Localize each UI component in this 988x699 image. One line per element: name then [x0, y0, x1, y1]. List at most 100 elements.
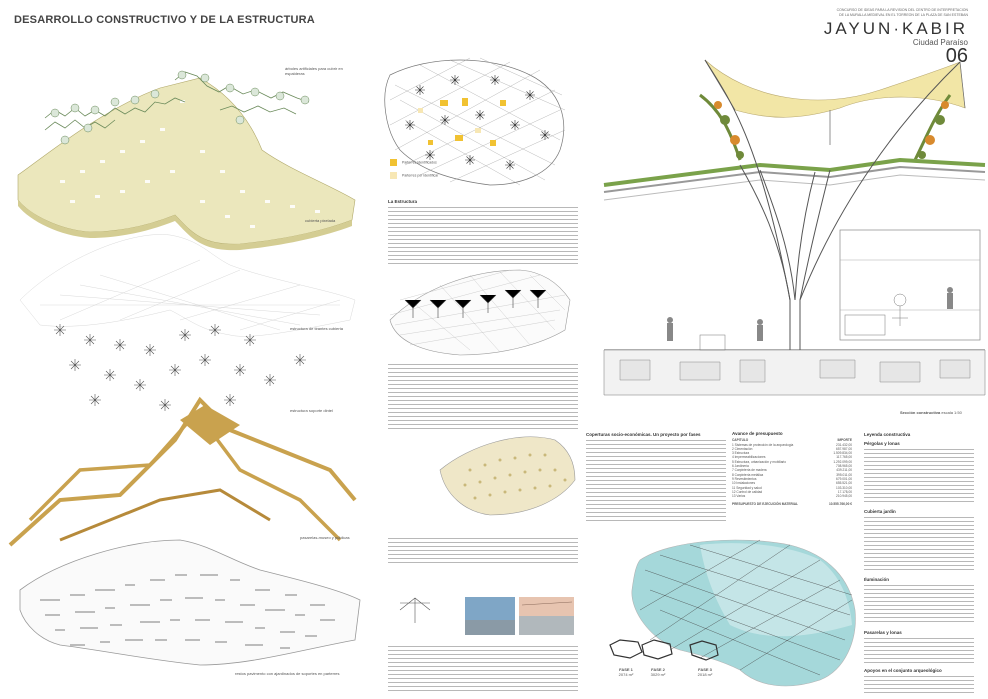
- phase-outlines: [609, 639, 719, 661]
- text-apoyos-right: [864, 676, 974, 694]
- budget-row: 7 Carpintería de madera 439.211,00: [732, 468, 852, 472]
- label-artificial-trees: árboles artificiales para cubrir en espa…: [285, 66, 343, 76]
- brand-subtitle: Ciudad Paraíso: [912, 38, 968, 47]
- text-soportes: [388, 364, 578, 432]
- budget-row: 3 Estructura 1.509.834,00: [732, 451, 852, 455]
- heading-iluminacion: Iluminación: [864, 577, 890, 582]
- budget-row-value: 17.178,00: [837, 489, 852, 494]
- budget-row-value: 708.965,00: [836, 464, 852, 469]
- heading-cubierta: Cubierta jardín: [864, 509, 896, 514]
- text-coperturas: [586, 440, 726, 524]
- label-supports: estructura soporte dintel: [290, 408, 333, 413]
- brand-name: JAYUN·KABIR: [823, 19, 968, 38]
- budget-table: Avance de presupuesto CAPITULO IMPORTE 1…: [732, 431, 852, 507]
- budget-header-row: CAPITULO IMPORTE: [732, 438, 852, 442]
- budget-row-label: 6 Jardinería: [732, 464, 749, 469]
- legend-swatch-identified: [390, 159, 397, 166]
- label-walkways: pasarelas-museo y públicas: [300, 535, 350, 540]
- budget-row-value: 655.521,00: [836, 481, 852, 486]
- heading-pergolas: Pérgolas y lonas: [864, 441, 900, 446]
- phase-3-area: 2018 m²: [697, 672, 713, 677]
- budget-row-value: 103.310,00: [836, 485, 852, 490]
- budget-row-label: 9 Revestimientos: [732, 476, 757, 481]
- budget-row: 1 Sistemas de protección de la arqueolog…: [732, 443, 852, 447]
- budget-row-label: 12 Control de calidad: [732, 489, 763, 494]
- brand-small-line-2: DE LA MURALLA MEDIEVAL EN EL TORREON DE …: [839, 12, 968, 17]
- roof-slab-illustration: [17, 77, 356, 251]
- budget-row-label: 3 Estructura: [732, 451, 750, 456]
- reference-photos: [465, 597, 574, 635]
- text-estructura: [388, 207, 578, 267]
- legend-to-identify: Parterres por identificar: [390, 172, 438, 179]
- people-silhouettes: [667, 287, 953, 341]
- phase-2-caption: FASE 2 3029 m²: [638, 667, 678, 677]
- budget-row-value: 231.432,00: [836, 442, 852, 447]
- legend-identified-label: Parterres identificados: [401, 160, 437, 165]
- section-label: Sección constructiva escala 1:50: [900, 410, 962, 415]
- page-title: DESARROLLO CONSTRUCTIVO Y DE LA ESTRUCTU…: [14, 14, 315, 26]
- structure-sketch-illustration: [399, 597, 431, 623]
- budget-row-value: 657.987,00: [836, 446, 852, 451]
- label-ruins: restos pavimento con ajardinados de sopo…: [235, 671, 340, 676]
- phase-1-label: FASE 1: [619, 667, 633, 672]
- garden-perspective-illustration: [439, 436, 576, 516]
- budget-row: 8 Carpintería metálica 395.011,00: [732, 473, 852, 477]
- budget-row: 2 Cimentación 657.987,00: [732, 447, 852, 451]
- ground-section: [603, 334, 986, 396]
- budget-row-label: 8 Carpintería metálica: [732, 472, 764, 477]
- heading-apoyos: Apoyos en el conjunto arqueológico: [864, 668, 942, 673]
- budget-row-value: 1.509.834,00: [833, 451, 852, 456]
- budget-row-value: 439.211,00: [836, 468, 852, 473]
- phase-2-area: 3029 m²: [650, 672, 666, 677]
- heading-estructura: La Estructura: [388, 199, 418, 204]
- walkways-illustration: [8, 396, 357, 547]
- foliage-illustration: [699, 93, 952, 161]
- text-iluminacion: [864, 585, 974, 625]
- budget-col-amount: IMPORTE: [837, 438, 852, 443]
- brand-small-line-1: CONCURSO DE IDEAS PARA LA REVISION DEL C…: [836, 8, 968, 12]
- budget-row-label: 11 Seguridad y salud: [732, 485, 762, 490]
- legend-swatch-to-identify: [390, 172, 397, 179]
- budget-row-label: 13 Varios: [732, 494, 746, 499]
- budget-total-row: PRESUPUESTO DE EJECUCIÓN MATERIAL 10.555…: [732, 502, 852, 506]
- budget-row-label: 2 Cimentación: [732, 446, 753, 451]
- brand-block: CONCURSO DE IDEAS PARA LA REVISION DEL C…: [738, 8, 968, 68]
- support-stars-illustration: [54, 324, 306, 411]
- budget-row: 13 Varios 210.945,00: [732, 494, 852, 498]
- text-pasarelas: [864, 638, 974, 664]
- budget-row-value: 679.001,00: [836, 476, 852, 481]
- budget-row-label: 1 Sistemas de protección de la arqueolog…: [732, 442, 794, 447]
- label-tie-rods: estructura de tirantes cubierta: [290, 326, 343, 331]
- parterre-plan-illustration: [384, 57, 566, 186]
- phase-2-label: FASE 2: [651, 667, 665, 672]
- budget-row-label: 7 Carpintería de madera: [732, 468, 767, 473]
- heading-leyenda: Leyenda constructiva: [864, 432, 911, 437]
- budget-row: 9 Revestimientos 679.001,00: [732, 477, 852, 481]
- legend-identified: Parterres identificados: [390, 159, 437, 166]
- budget-row-value: 210.945,00: [836, 494, 852, 499]
- text-cimentacion: [388, 538, 578, 564]
- structural-columns: [704, 59, 961, 390]
- budget-row-value: 395.011,00: [836, 472, 852, 477]
- tie-rod-perspective-illustration: [389, 269, 571, 356]
- section-label-scale: escala 1:50: [941, 410, 962, 415]
- section-label-title: Sección constructiva: [900, 410, 941, 415]
- heading-coperturas: Coperturas socio-económicas. Un proyecto…: [586, 432, 701, 437]
- phase-1-caption: FASE 1 2074 m²: [606, 667, 646, 677]
- budget-heading: Avance de presupuesto: [732, 431, 783, 436]
- budget-row: 12 Control de calidad 17.178,00: [732, 490, 852, 494]
- tree-canopy-shapes: [50, 70, 310, 145]
- ruins-base-illustration: [19, 539, 361, 666]
- phase-2-outline: [641, 639, 673, 660]
- label-roof: cubierta pixelada: [305, 218, 336, 223]
- legend-to-identify-label: Parterres por identificar: [401, 173, 439, 178]
- phase-3-label: FASE 3: [698, 667, 712, 672]
- budget-row: 11 Seguridad y salud 103.310,00: [732, 486, 852, 490]
